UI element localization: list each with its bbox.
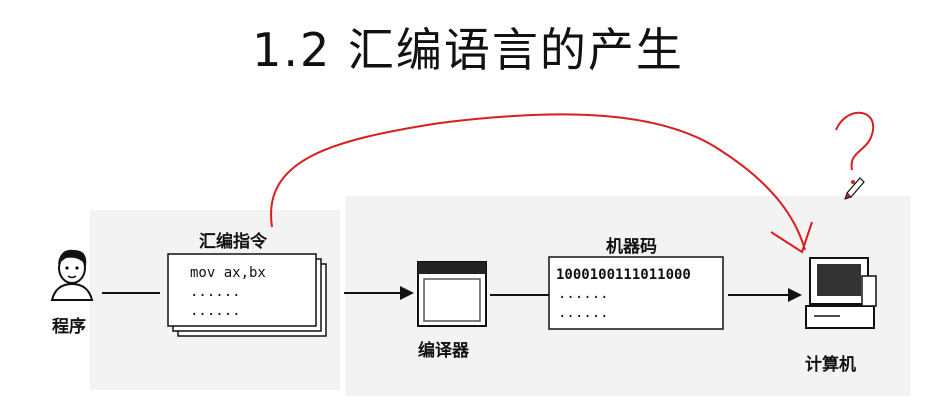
pen-cursor-icon xyxy=(844,177,865,200)
compiler-label: 编译器 xyxy=(418,341,469,361)
machine-code-line-1: 1000100111011000 xyxy=(556,267,691,283)
computer-icon xyxy=(805,257,877,329)
compiler-window-icon xyxy=(417,261,487,327)
machine-code-box xyxy=(548,256,724,330)
machine-code-line-3: ...... xyxy=(558,305,609,321)
page-title: 1.2 汇编语言的产生 xyxy=(252,23,684,77)
question-mark-annotation xyxy=(835,111,875,171)
instruction-line-3: ...... xyxy=(190,303,241,319)
instructions-label: 汇编指令 xyxy=(199,232,267,252)
annotation-arrowhead xyxy=(770,221,813,254)
annotation-arc xyxy=(270,113,806,251)
person-icon xyxy=(50,249,94,301)
machine-code-line-2: ...... xyxy=(558,286,609,302)
instruction-line-2: ...... xyxy=(190,284,241,300)
question-mark-dot xyxy=(851,180,855,184)
instruction-line-1: mov ax,bx xyxy=(190,265,266,281)
arrow-to-compiler xyxy=(344,286,414,300)
instruction-document-stack xyxy=(167,253,327,337)
programmer-label: 程序 xyxy=(52,317,86,337)
computer-label: 计算机 xyxy=(805,355,856,375)
arrow-to-computer xyxy=(728,288,802,302)
machine-code-label: 机器码 xyxy=(606,237,657,257)
